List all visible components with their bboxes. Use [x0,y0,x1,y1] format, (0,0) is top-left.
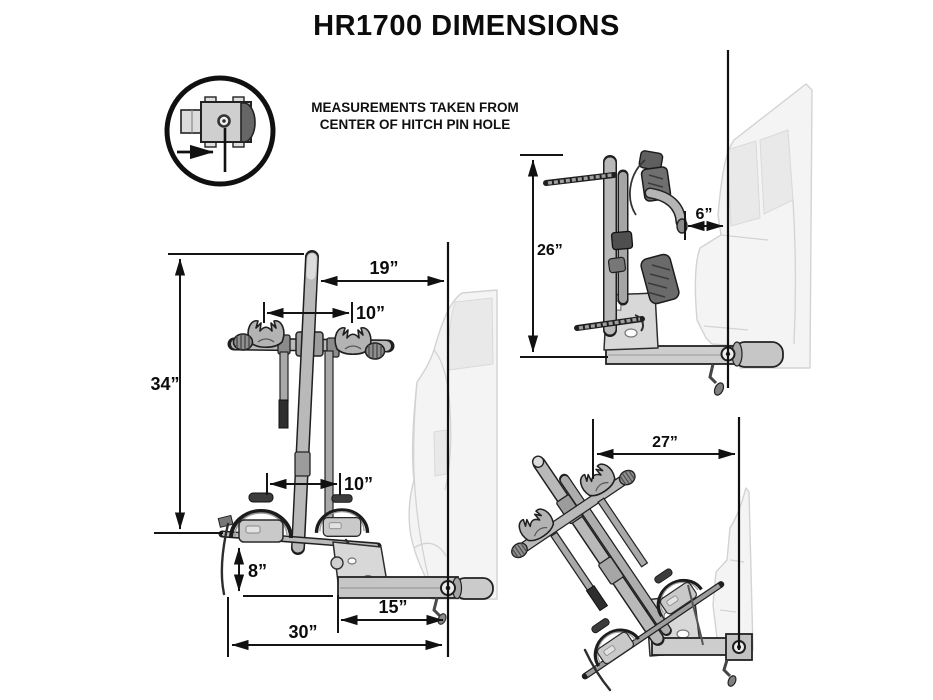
pin-hole-center [222,119,226,123]
dim-label-8: 8” [248,561,267,581]
wheel-tray [229,491,293,544]
bike-strap [324,350,334,522]
tilted-view-vehicle [712,487,754,655]
rear-view: 34” 19” 10” 10” 8” 15” 30” [150,242,498,657]
rear-view-rack [217,250,494,625]
security-cable [687,584,704,646]
wheel-tray [576,607,642,671]
bike-strap [279,351,289,403]
folded-view-dimensions: 26” 6” [520,154,724,358]
tilted-view-dimensions: 27” [592,419,736,479]
note-line-1: MEASUREMENTS TAKEN FROM [311,100,519,115]
hitch-pin-callout [164,75,276,187]
bike-clamp-claw [247,319,285,349]
wheel-tray [314,492,370,538]
folded-view-vehicle [694,83,813,369]
folded-arm-tube [646,189,685,226]
bike-clamp-claw [576,459,620,502]
clamp-knob [364,342,386,360]
clamp-knob [232,333,254,351]
dim-label-27: 27” [652,434,678,451]
dim-label-6: 6” [696,206,713,223]
head-cable [629,159,646,216]
bike-clamp-claw [514,504,559,547]
dim-label-19: 19” [369,258,398,278]
dim-label-10-upper: 10” [356,303,385,323]
measurement-note: MEASUREMENTS TAKEN FROM CENTER OF HITCH … [295,99,535,133]
rear-view-dimensions: 34” 19” 10” 10” 8” 15” 30” [150,253,445,657]
dim-label-15: 15” [378,597,407,617]
dim-label-10-lower: 10” [344,474,373,494]
note-line-2: CENTER OF HITCH PIN HOLE [319,117,511,132]
tray-cable [583,648,612,692]
dim-label-30: 30” [288,622,317,642]
tray-cable [220,522,230,596]
dim-label-26: 26” [537,242,563,259]
tilted-view: 27” [508,417,754,692]
mast [291,250,319,555]
page-title: HR1700 DIMENSIONS [313,10,620,42]
folded-view: 26” 6” [520,50,813,396]
rear-view-vehicle [408,289,498,600]
tilted-rack [508,455,725,680]
dim-label-34: 34” [150,374,179,394]
hitch-base [330,541,494,625]
